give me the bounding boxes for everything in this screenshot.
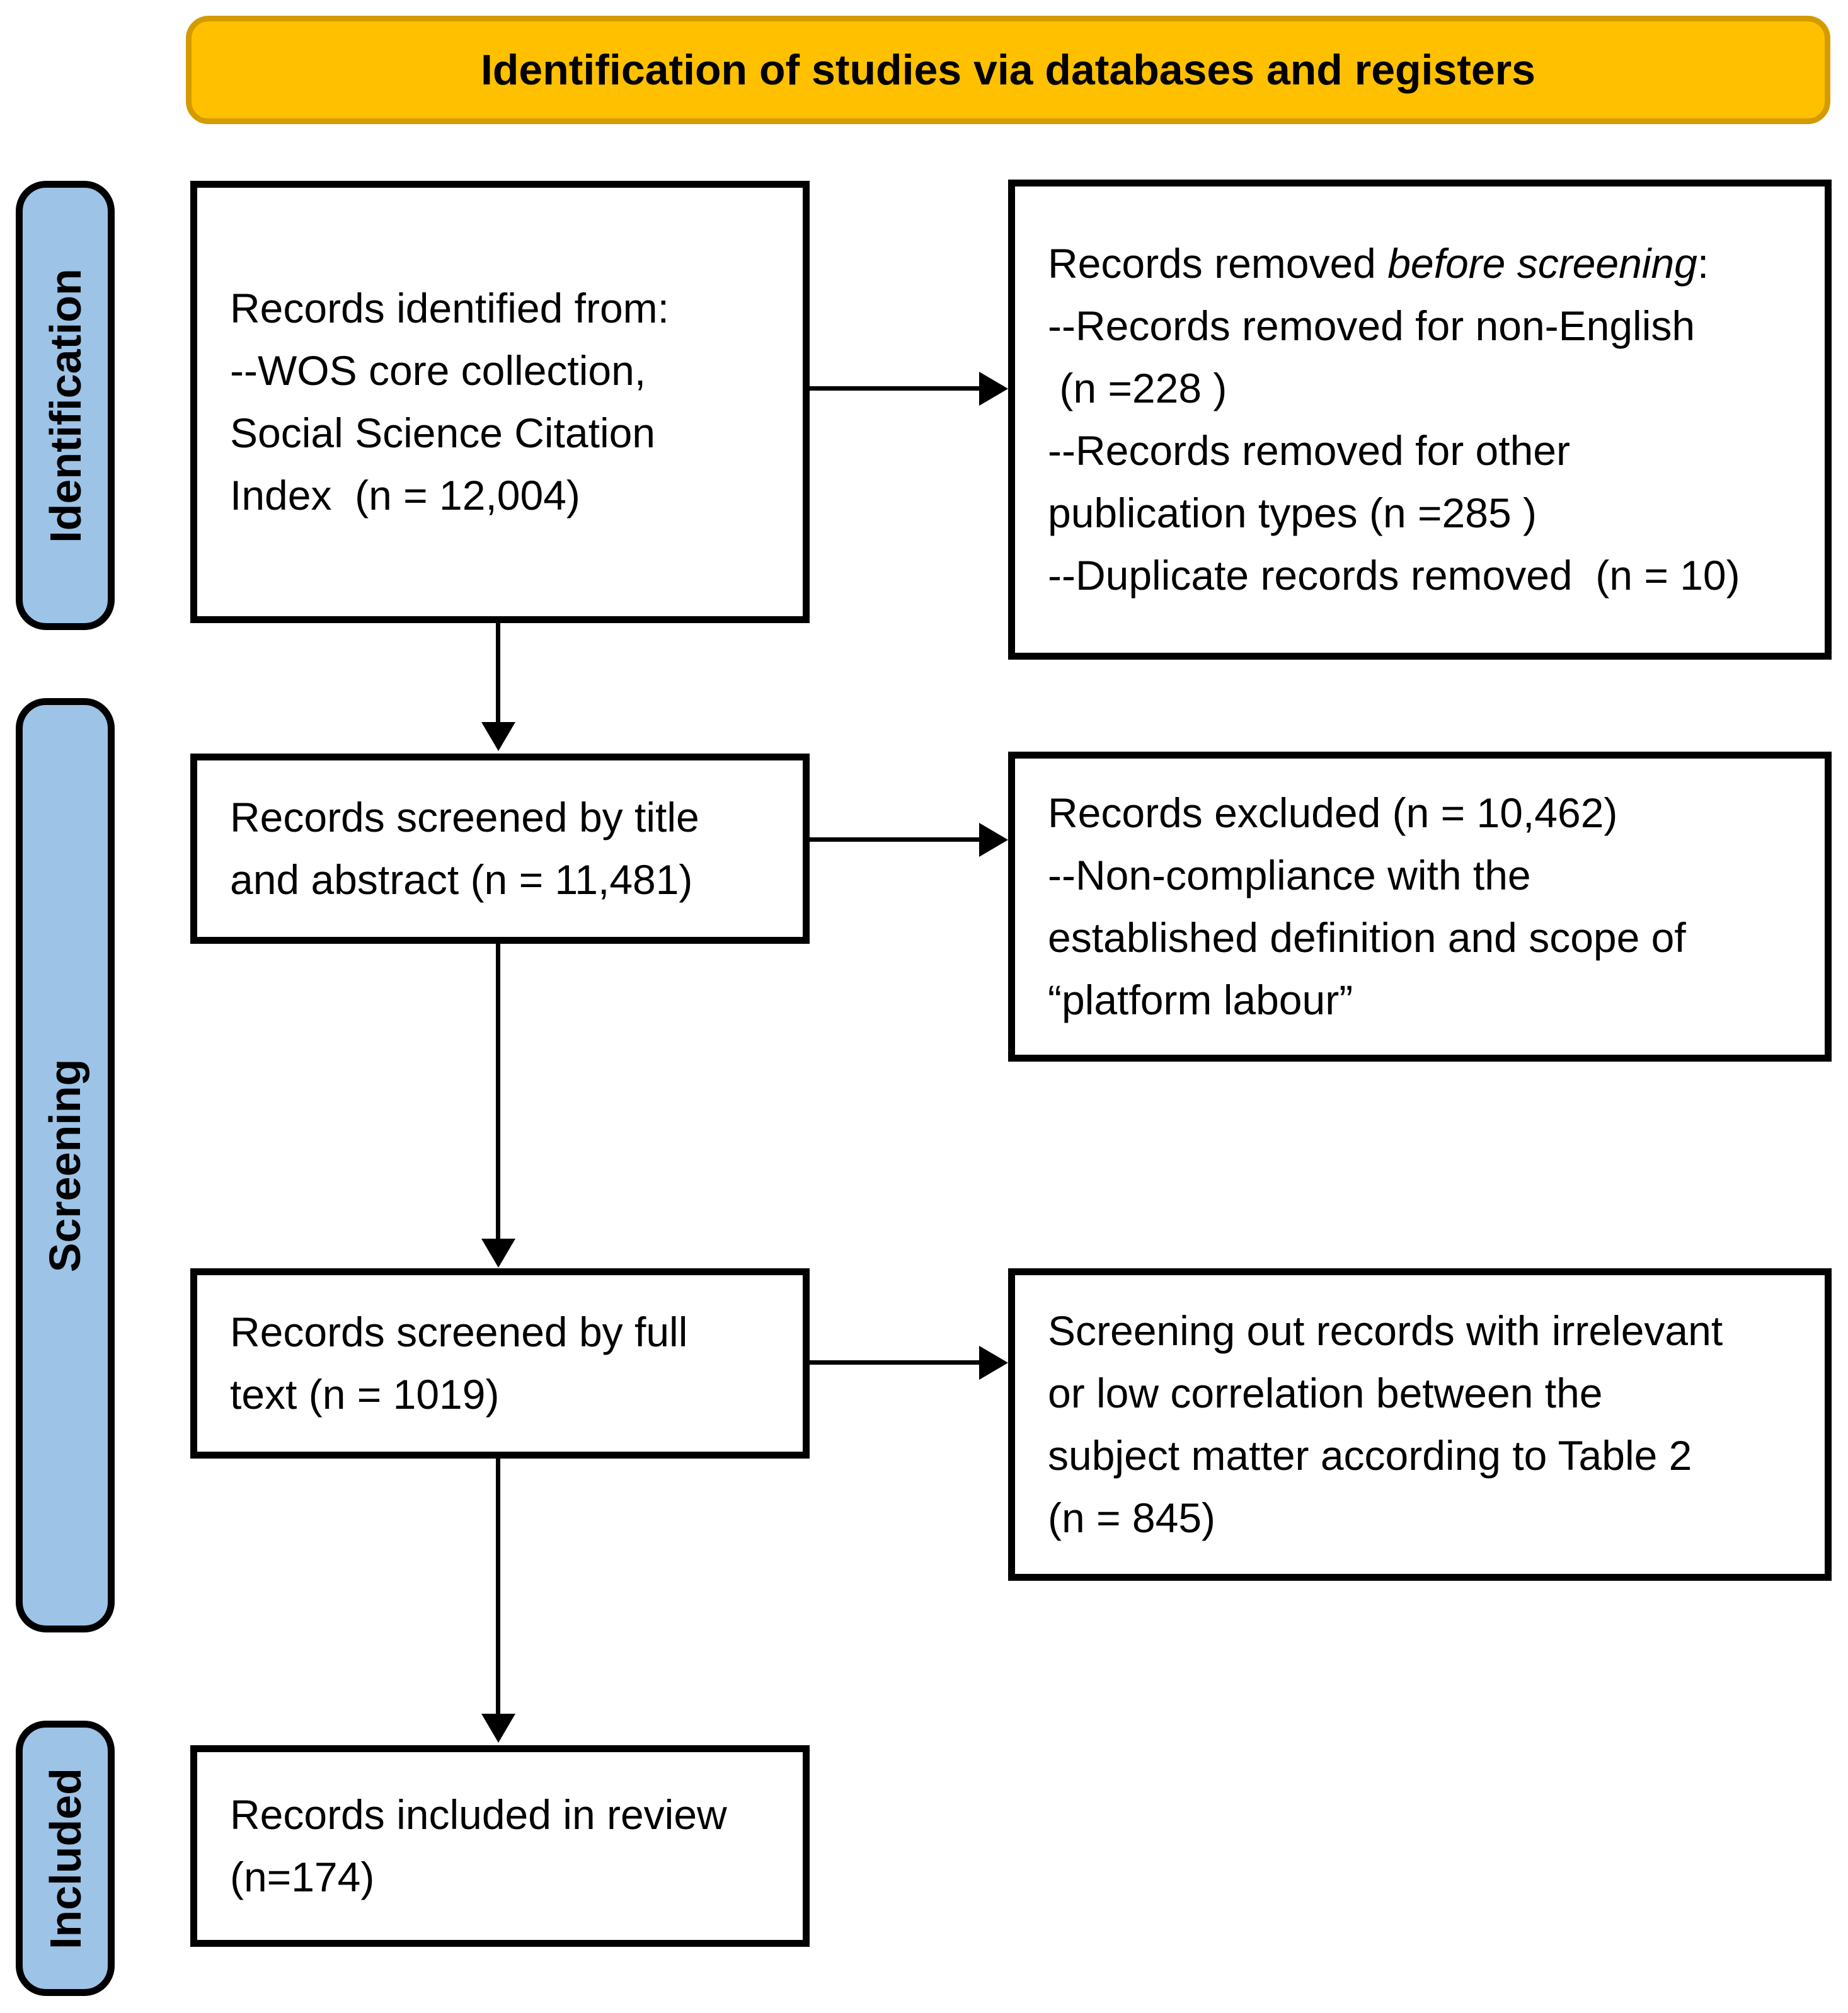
text-line: established definition and scope of [1048, 914, 1686, 961]
text-line: --Duplicate records removed (n = 10) [1048, 552, 1740, 599]
arrow-down-screened-to-fulltext [496, 944, 500, 1239]
text-line: publication types (n =285 ) [1048, 490, 1537, 536]
stage-bar-screening: Screening [16, 698, 115, 1632]
text-line: --Records removed for other [1048, 427, 1570, 474]
box-records-screened-title-abstract: Records screened by title and abstract (n… [190, 754, 810, 944]
text-line: (n =228 ) [1048, 365, 1227, 411]
box-records-included-review: Records included in review (n=174) [190, 1745, 810, 1947]
box-records-excluded: Records excluded (n = 10,462) --Non-compl… [1008, 752, 1832, 1062]
box-records-screened-full-text: Records screened by full text (n = 1019) [190, 1268, 810, 1459]
diagram-title: Identification of studies via databases … [480, 46, 1536, 94]
stage-label-included: Included [40, 1767, 90, 1949]
text-line: Records screened by full [230, 1309, 688, 1355]
stage-bar-included: Included [16, 1721, 115, 1996]
text-line: Social Science Citation [230, 410, 656, 456]
diagram-header-banner: Identification of studies via databases … [186, 16, 1830, 124]
text-line: Records identified from: [230, 285, 669, 331]
arrow-down-identified-to-screened [496, 623, 500, 723]
text-line: (n=174) [230, 1854, 375, 1900]
text-line: Records included in review [230, 1791, 727, 1838]
text-line: --WOS core collection, [230, 347, 646, 394]
text-line: and abstract (n = 11,481) [230, 856, 693, 903]
arrow-right-fulltext-to-screenedout [810, 1360, 980, 1365]
text-line: “platform labour” [1048, 977, 1353, 1023]
text-line: text (n = 1019) [230, 1371, 500, 1418]
text-line: Records excluded (n = 10,462) [1048, 789, 1618, 836]
text-line: Records removed before screening: [1048, 240, 1709, 287]
stage-bar-identification: Identification [16, 181, 115, 630]
box-records-identified: Records identified from: --WOS core colle… [190, 181, 810, 623]
text-line: subject matter according to Table 2 [1048, 1432, 1692, 1479]
text-line: (n = 845) [1048, 1494, 1215, 1541]
box-records-removed-before-screening: Records removed before screening: --Recor… [1008, 180, 1832, 660]
stage-label-identification: Identification [40, 268, 90, 543]
text-line: or low correlation between the [1048, 1370, 1603, 1416]
text-line: --Records removed for non-English [1048, 302, 1696, 349]
text-line: Screening out records with irrelevant [1048, 1307, 1723, 1354]
text-line: Index (n = 12,004) [230, 472, 580, 519]
arrow-right-identified-to-removed [810, 386, 980, 391]
text-line: --Non-compliance with the [1048, 852, 1531, 898]
box-screening-out-records: Screening out records with irrelevant or … [1008, 1268, 1832, 1581]
arrow-down-fulltext-to-included [496, 1459, 500, 1714]
arrow-right-screened-to-excluded [810, 837, 980, 842]
stage-label-screening: Screening [40, 1058, 90, 1272]
text-line: Records screened by title [230, 794, 699, 840]
